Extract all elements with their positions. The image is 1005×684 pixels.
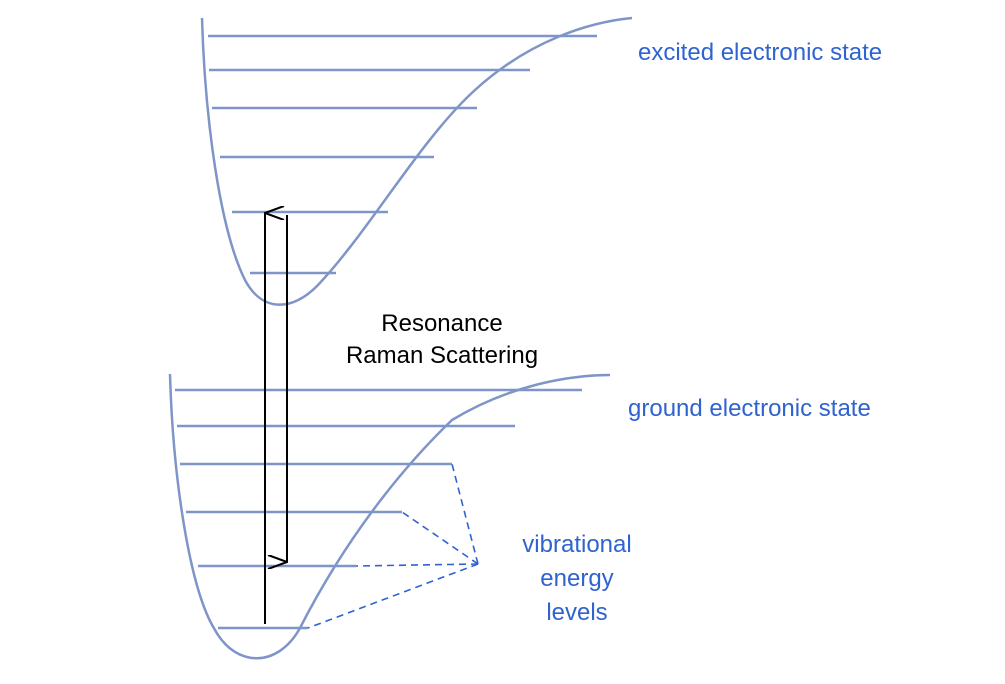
vibrational-label-line1: vibrational (522, 531, 631, 558)
vibrational-level-pointers (307, 463, 479, 629)
excited-state-curve (200, 16, 633, 306)
process-label-line2: Raman Scattering (346, 342, 538, 369)
vibrational-label-line3: levels (546, 599, 607, 626)
excited-vibrational-levels (208, 34, 597, 275)
excited-state-well (200, 16, 633, 306)
pointer-line (401, 511, 479, 565)
vibrational-label-line2: energy (540, 565, 613, 592)
pointer-line (355, 563, 479, 567)
ground-state-well (168, 373, 611, 660)
ground-state-curve (168, 373, 611, 660)
process-label-line1: Resonance (381, 310, 502, 337)
pointer-line (307, 563, 479, 629)
ground-state-label: ground electronic state (628, 395, 871, 422)
ground-vibrational-levels (175, 388, 582, 630)
excited-state-label: excited electronic state (638, 39, 882, 66)
pointer-line (451, 463, 479, 565)
